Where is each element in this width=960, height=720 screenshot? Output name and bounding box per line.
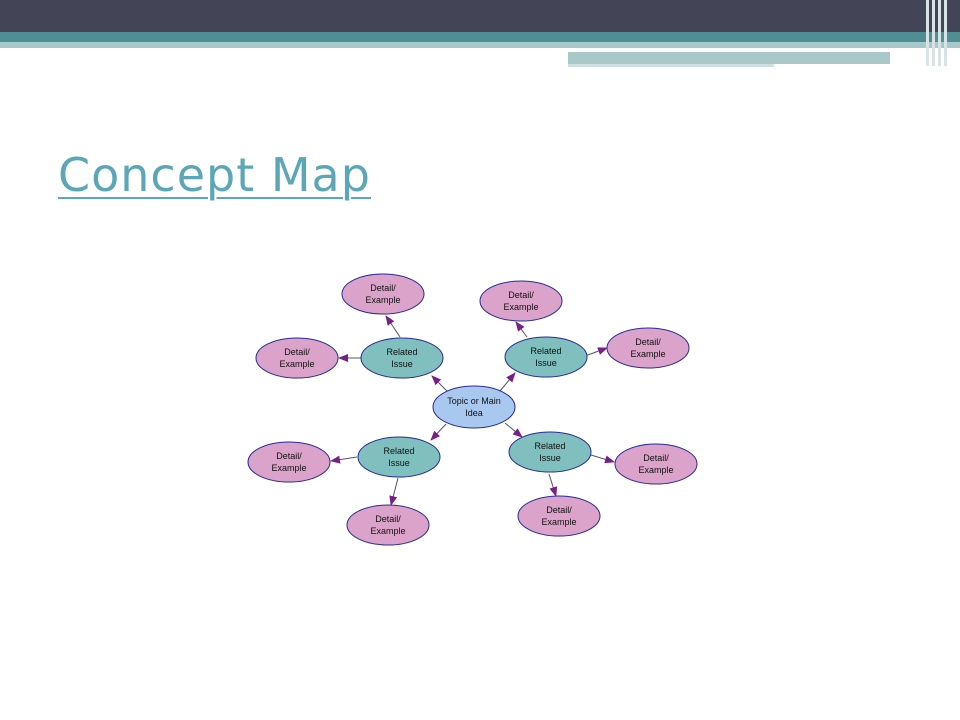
detail-example-node: Detail/ Example xyxy=(255,337,339,379)
detail-example-shape xyxy=(614,443,698,485)
related-issue-node: Related Issue xyxy=(357,436,441,478)
related-issue-label-line2: Issue xyxy=(539,453,561,463)
detail-example-label-line1: Detail/ xyxy=(635,337,661,347)
connector-related-bl-to-detail-left xyxy=(330,455,358,464)
detail-example-shape xyxy=(247,441,331,483)
header-band-dark xyxy=(0,0,960,32)
related-issue-shape xyxy=(508,431,592,473)
topic-node-label-line2: Idea xyxy=(465,408,483,418)
detail-example-shape xyxy=(606,327,690,369)
detail-example-label-line2: Example xyxy=(630,349,665,359)
detail-example-label-line2: Example xyxy=(638,465,673,475)
topic-node-label-line1: Topic or Main xyxy=(447,396,501,406)
connector-topic-to-related-tr xyxy=(499,372,516,392)
connector-related-br-to-detail-bottom xyxy=(548,473,558,497)
detail-example-shape xyxy=(341,273,425,315)
related-issue-node: Related Issue xyxy=(508,431,592,473)
detail-example-label-line1: Detail/ xyxy=(508,290,534,300)
related-issue-label-line2: Issue xyxy=(388,458,410,468)
detail-example-node: Detail/ Example xyxy=(247,441,331,483)
related-issue-label-line1: Related xyxy=(383,446,414,456)
detail-example-node: Detail/ Example xyxy=(517,495,601,537)
detail-example-label-line2: Example xyxy=(279,359,314,369)
connector-topic-to-related-br xyxy=(504,422,523,438)
related-issue-label-line2: Issue xyxy=(391,359,413,369)
detail-example-label-line1: Detail/ xyxy=(375,514,401,524)
connector-related-tr-to-detail-top xyxy=(515,321,528,338)
detail-example-label-line1: Detail/ xyxy=(546,505,572,515)
detail-example-node: Detail/ Example xyxy=(606,327,690,369)
detail-example-label-line2: Example xyxy=(365,295,400,305)
detail-example-label-line2: Example xyxy=(271,463,306,473)
detail-example-shape xyxy=(479,280,563,322)
related-issue-shape xyxy=(357,436,441,478)
connector-related-tr-to-detail-right xyxy=(584,347,608,357)
connector-lines xyxy=(330,315,615,506)
detail-example-label-line1: Detail/ xyxy=(284,347,310,357)
related-issue-label-line1: Related xyxy=(386,347,417,357)
related-issue-label-line1: Related xyxy=(530,346,561,356)
detail-example-node: Detail/ Example xyxy=(614,443,698,485)
detail-example-shape xyxy=(346,504,430,546)
slide-title-link[interactable]: Concept Map xyxy=(58,148,371,202)
detail-example-label-line2: Example xyxy=(370,526,405,536)
related-issue-node: Related Issue xyxy=(504,336,588,378)
related-issue-label-line1: Related xyxy=(534,441,565,451)
detail-example-label-line1: Detail/ xyxy=(643,453,669,463)
detail-example-node: Detail/ Example xyxy=(346,504,430,546)
detail-example-label-line1: Detail/ xyxy=(370,283,396,293)
related-issue-label-line2: Issue xyxy=(535,358,557,368)
related-issue-node: Related Issue xyxy=(360,337,444,379)
connector-related-tl-to-detail-top xyxy=(385,315,401,338)
connector-topic-to-related-tl xyxy=(431,375,449,393)
detail-example-node: Detail/ Example xyxy=(479,280,563,322)
header-stripes xyxy=(926,0,952,66)
header-band-light xyxy=(0,42,960,48)
detail-example-shape xyxy=(255,337,339,379)
connector-related-bl-to-detail-bottom xyxy=(389,477,399,506)
detail-example-label-line2: Example xyxy=(503,302,538,312)
header-band-teal xyxy=(0,32,960,42)
detail-example-node: Detail/ Example xyxy=(341,273,425,315)
related-issue-shape xyxy=(360,337,444,379)
header-accent-bar xyxy=(568,52,890,64)
connector-topic-to-related-bl xyxy=(430,423,447,441)
header-accent-line xyxy=(568,64,774,67)
detail-example-label-line2: Example xyxy=(541,517,576,527)
detail-example-label-line1: Detail/ xyxy=(276,451,302,461)
related-issue-shape xyxy=(504,336,588,378)
topic-node-shape xyxy=(432,385,516,429)
detail-example-shape xyxy=(517,495,601,537)
topic-node: Topic or Main Idea xyxy=(432,385,516,429)
connector-related-br-to-detail-right xyxy=(590,454,615,464)
